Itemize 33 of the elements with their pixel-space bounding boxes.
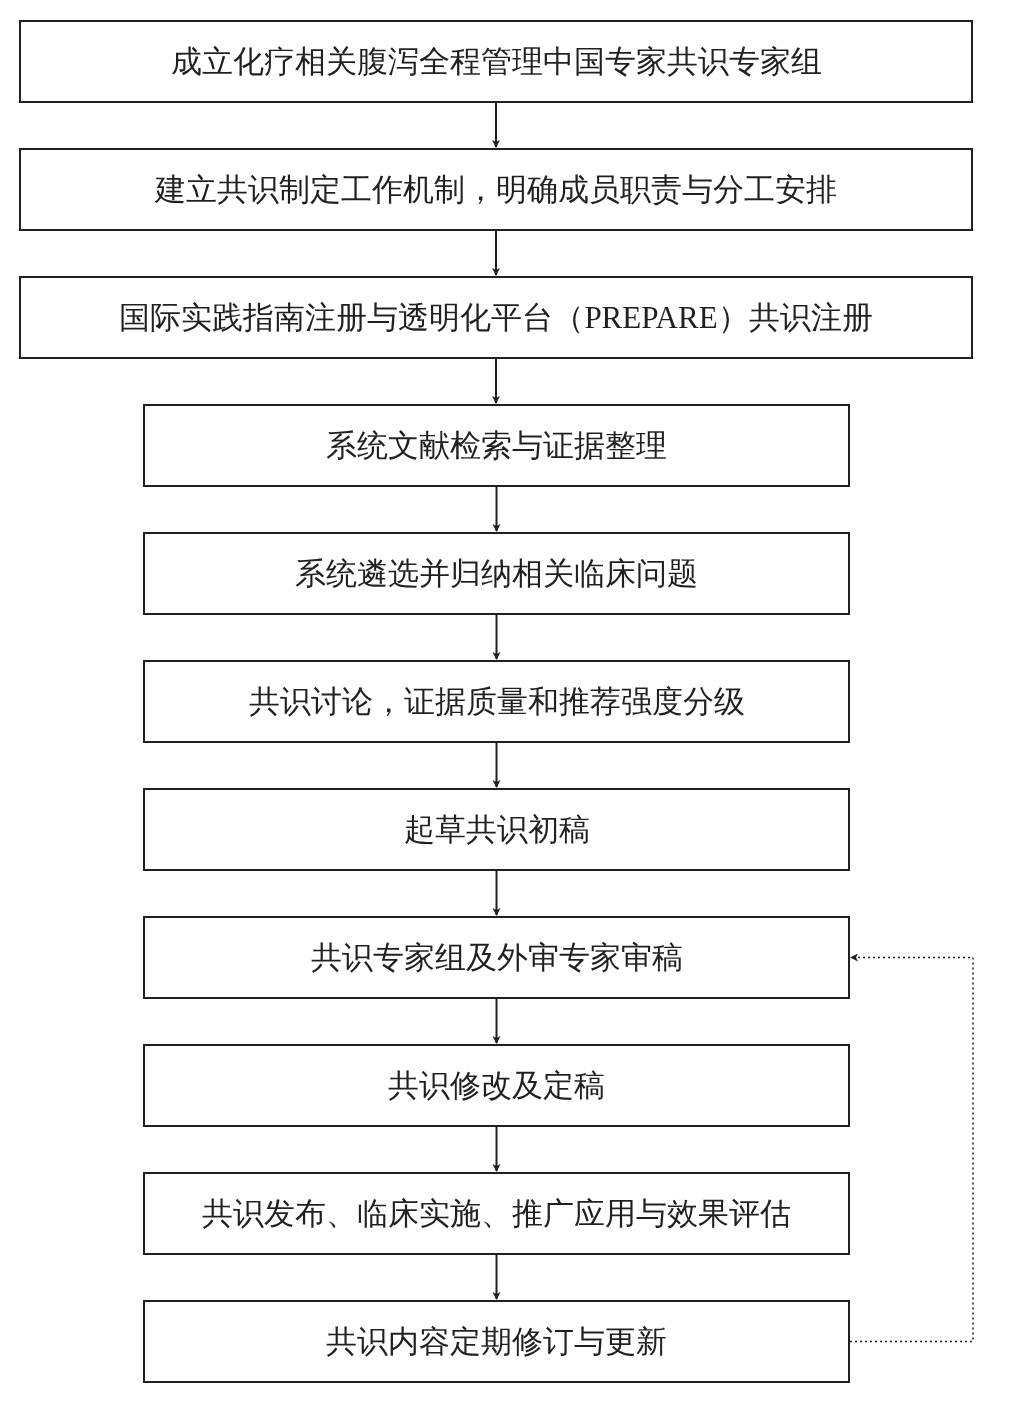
arrow bbox=[492, 102, 500, 148]
process-box bbox=[143, 1044, 850, 1127]
step-text: 成立化疗相关腹泻全程管理中国专家共识专家组 bbox=[170, 42, 822, 81]
arrow bbox=[492, 230, 500, 276]
process-box bbox=[143, 404, 850, 487]
process-box bbox=[19, 276, 973, 359]
step-text: 共识专家组及外审专家审稿 bbox=[310, 938, 683, 977]
process-box bbox=[143, 916, 850, 999]
arrow bbox=[492, 358, 500, 404]
step-text: 系统文献检索与证据整理 bbox=[326, 426, 667, 465]
process-box bbox=[143, 1172, 850, 1255]
arrow bbox=[492, 614, 501, 660]
arrow bbox=[492, 742, 501, 788]
arrow bbox=[492, 1126, 501, 1172]
step-text: 国际实践指南注册与透明化平台（PREPARE）共识注册 bbox=[119, 298, 873, 337]
process-box bbox=[143, 1300, 850, 1383]
process-box bbox=[143, 532, 850, 615]
process-box bbox=[143, 660, 850, 743]
arrow bbox=[492, 998, 501, 1044]
feedback-arrow bbox=[849, 953, 974, 1343]
step-text: 共识内容定期修订与更新 bbox=[326, 1322, 667, 1361]
arrow bbox=[492, 870, 501, 916]
process-box bbox=[19, 148, 973, 231]
step-text: 起草共识初稿 bbox=[403, 810, 590, 849]
step-text: 系统遴选并归纳相关临床问题 bbox=[295, 554, 698, 593]
step-text: 共识讨论，证据质量和推荐强度分级 bbox=[248, 682, 745, 721]
step-text: 建立共识制定工作机制，明确成员职责与分工安排 bbox=[155, 170, 837, 209]
step-text: 共识发布、临床实施、推广应用与效果评估 bbox=[202, 1194, 791, 1233]
arrow bbox=[492, 486, 501, 532]
process-box bbox=[143, 788, 850, 871]
step-text: 共识修改及定稿 bbox=[388, 1066, 605, 1105]
process-box bbox=[19, 20, 973, 103]
arrow bbox=[492, 1254, 501, 1300]
